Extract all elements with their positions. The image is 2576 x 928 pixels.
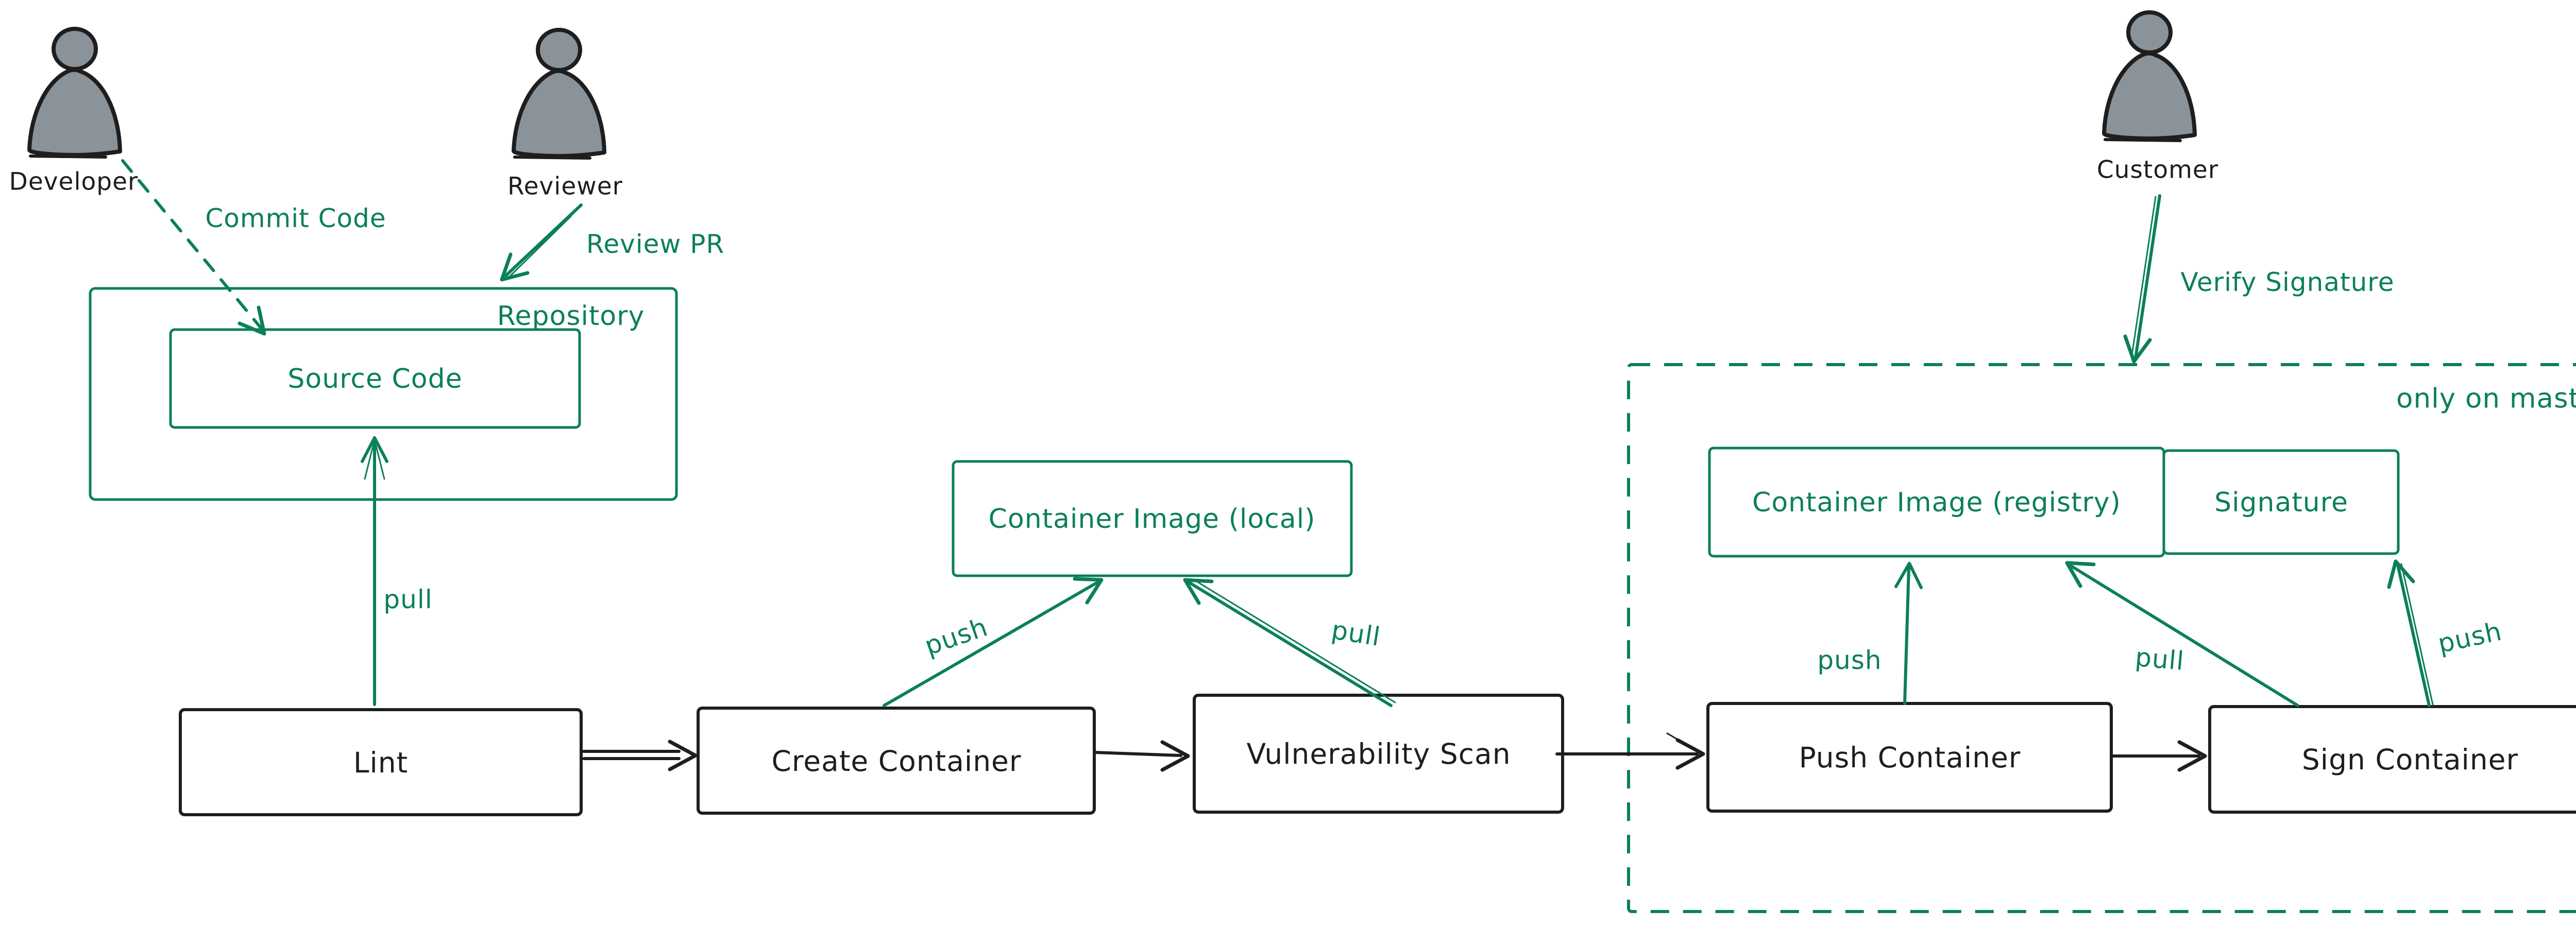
developer-person-icon xyxy=(29,29,120,157)
source-code-label: Source Code xyxy=(287,364,463,394)
pull-source-edge-label: pull xyxy=(383,585,433,614)
push-registry-edge-label: push xyxy=(1817,645,1882,675)
customer-label: Customer xyxy=(2096,156,2219,184)
customer-person-icon xyxy=(2104,12,2195,141)
push-container-box xyxy=(1706,702,2113,813)
arrow-push-to-sign xyxy=(2111,740,2207,772)
source-code-box xyxy=(169,328,581,429)
container-image-registry-label: Container Image (registry) xyxy=(1752,487,2121,518)
arrow-review-pr xyxy=(500,203,583,282)
commit-code-edge-label: Commit Code xyxy=(205,203,386,233)
master-build-dashed-box xyxy=(1627,363,2576,913)
container-image-local-box xyxy=(952,460,1353,577)
arrow-pull-local xyxy=(1183,578,1396,707)
pull-registry-edge-label: pull xyxy=(2134,642,2185,677)
review-pr-edge-label: Review PR xyxy=(586,229,725,259)
reviewer-person-icon xyxy=(514,30,604,158)
container-image-local-label: Container Image (local) xyxy=(988,504,1316,535)
sign-container-box xyxy=(2208,705,2576,814)
sign-container-label: Sign Container xyxy=(2301,743,2519,776)
arrow-lint-to-create xyxy=(582,740,698,771)
push-container-label: Push Container xyxy=(1799,741,2021,774)
repository-label: Repository xyxy=(497,301,645,332)
arrow-create-to-scan xyxy=(1093,740,1190,772)
lint-label: Lint xyxy=(353,746,409,779)
lint-box xyxy=(179,708,583,816)
master-build-note-label: only on master build xyxy=(2396,383,2576,415)
vulnerability-scan-label: Vulnerability Scan xyxy=(1246,737,1511,770)
arrow-verify-signature xyxy=(2123,194,2161,364)
developer-label: Developer xyxy=(9,167,139,196)
arrow-pull-source xyxy=(361,436,388,706)
arrow-commit-code xyxy=(121,159,266,336)
arrow-scan-to-push xyxy=(1555,732,1705,770)
signature-box xyxy=(2162,449,2400,555)
arrow-push-local xyxy=(883,577,1104,707)
verify-signature-edge-label: Verify Signature xyxy=(2180,267,2395,297)
create-container-box xyxy=(697,707,1096,815)
create-container-label: Create Container xyxy=(771,745,1022,778)
arrow-pull-registry xyxy=(2065,561,2299,707)
reviewer-label: Reviewer xyxy=(507,172,623,201)
signature-label: Signature xyxy=(2214,487,2348,518)
arrow-push-signature xyxy=(2387,559,2434,707)
arrow-push-registry xyxy=(1894,562,1923,705)
